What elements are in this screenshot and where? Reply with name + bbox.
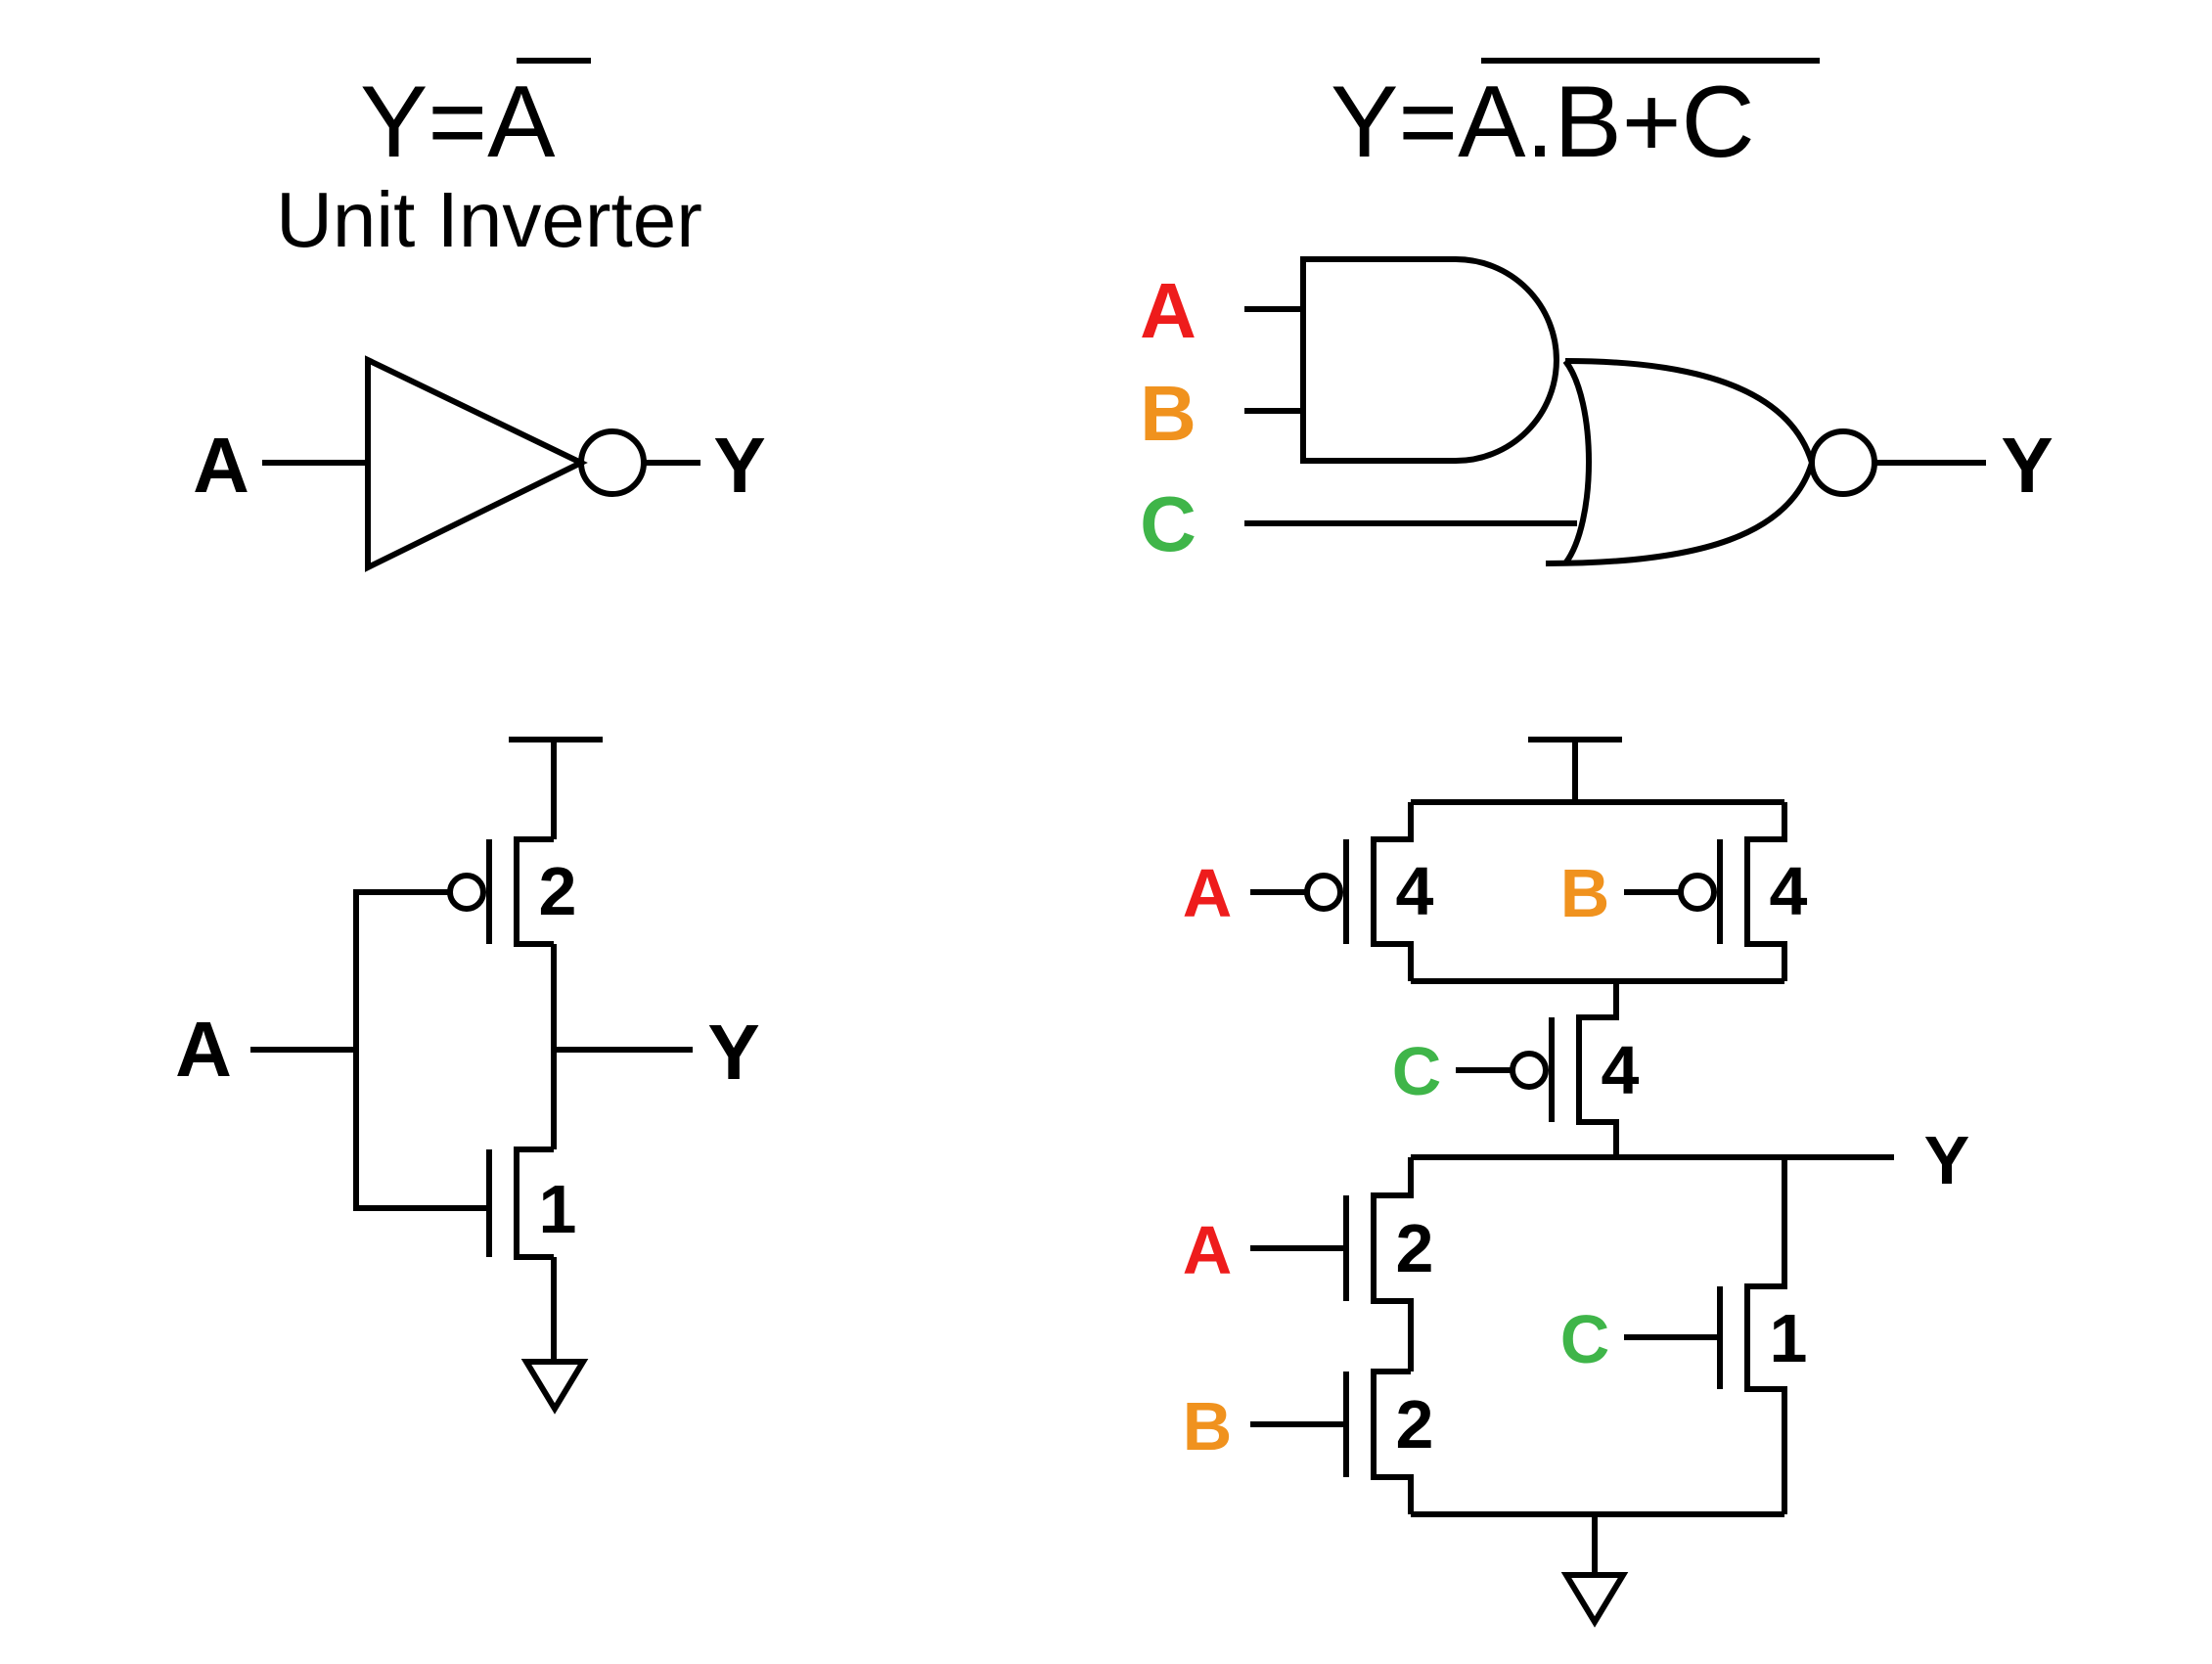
inverter-nmos: 1 <box>486 1147 577 1260</box>
aoi-nmos-b-size: 2 <box>1396 1386 1434 1462</box>
inverter-cmos: 2 Y 1 A <box>175 737 760 1415</box>
inverter-formula: Y=A <box>360 58 591 179</box>
inverter-cmos-output-label: Y <box>707 1009 759 1096</box>
inverter-pmos-channel <box>514 836 554 947</box>
aoi-pmos-a: A 4 <box>1183 802 1434 981</box>
aoi-nmos-a: A 2 <box>1183 1157 1434 1372</box>
aoi-pmos-b: B 4 <box>1560 802 1808 981</box>
inverter-pmos-size: 2 <box>539 853 577 929</box>
or-gate-front <box>1545 358 1816 566</box>
aoi-nmos-a-channel <box>1371 1157 1414 1372</box>
inverter-ground-icon <box>520 1359 589 1415</box>
aoi-pmos-c-size: 4 <box>1602 1032 1640 1108</box>
aoi-pmos-b-channel <box>1744 802 1787 981</box>
aoi-pmos-b-bubble <box>1678 873 1717 912</box>
aoi-nmos-b: B 2 <box>1183 1369 1434 1514</box>
inverter-formula-text: Y=A <box>360 66 556 179</box>
aoi-formula-text: Y=A.B+C <box>1331 66 1755 179</box>
aoi-formula: Y=A.B+C <box>1331 58 1820 179</box>
aoi-pmos-c: C 4 <box>1392 981 1640 1157</box>
aoi-nmos-c-channel <box>1744 1157 1787 1514</box>
aoi-pmos-c-input-label: C <box>1392 1033 1442 1109</box>
aoi-nmos-b-input-label: B <box>1183 1388 1233 1464</box>
aoi-cmos: A 4 B 4 C 4 Y A <box>1183 737 1970 1628</box>
and-gate-body <box>1300 256 1559 464</box>
aoi-pmos-a-input-label: A <box>1183 855 1233 931</box>
inverter-bubble <box>578 428 647 497</box>
aoi-pmos-b-input-label: B <box>1560 855 1610 931</box>
aoi-pmos-a-bubble <box>1304 873 1343 912</box>
aoi-pmos-a-size: 4 <box>1396 853 1434 929</box>
inverter-symbol-output-label: Y <box>713 422 765 509</box>
inverter-nmos-channel <box>514 1147 554 1260</box>
aoi-nmos-a-size: 2 <box>1396 1210 1434 1286</box>
inverter-pmos: 2 <box>447 836 577 947</box>
aoi-pmos-a-channel <box>1371 802 1414 981</box>
aoi-pmos-c-channel <box>1576 981 1619 1157</box>
aoi-gate-input-b-label: B <box>1140 370 1196 457</box>
aoi-nmos-a-input-label: A <box>1183 1212 1233 1288</box>
aoi-nmos-c-input-label: C <box>1560 1301 1610 1377</box>
inverter-symbol: A Y <box>193 355 766 572</box>
aoi-ground-icon <box>1560 1572 1629 1628</box>
aoi-cmos-output-label: Y <box>1924 1122 1970 1198</box>
inverter-nmos-size: 1 <box>539 1171 577 1247</box>
aoi-gate-symbol: A B C Y <box>1140 256 2054 567</box>
aoi-nmos-c-size: 1 <box>1770 1300 1808 1376</box>
aoi-gate-input-a-label: A <box>1140 267 1196 354</box>
aoi-gate-input-c-label: C <box>1140 480 1196 567</box>
inverter-pmos-bubble <box>447 873 486 912</box>
inverter-symbol-input-label: A <box>193 422 249 509</box>
aoi-nmos-c: C 1 <box>1560 1157 1808 1514</box>
aoi-pmos-c-bubble <box>1510 1051 1549 1090</box>
inverter-gate-bus <box>353 889 489 1211</box>
inverter-subtitle: Unit Inverter <box>276 176 702 263</box>
aoi-gate-output-label: Y <box>2001 422 2053 509</box>
aoi-gate-bubble <box>1809 428 1877 497</box>
or-gate-back <box>1562 359 1592 565</box>
aoi-nmos-b-channel <box>1371 1369 1414 1514</box>
aoi-pmos-b-size: 4 <box>1770 853 1808 929</box>
inverter-triangle <box>365 355 588 572</box>
inverter-cmos-input-label: A <box>175 1006 232 1093</box>
